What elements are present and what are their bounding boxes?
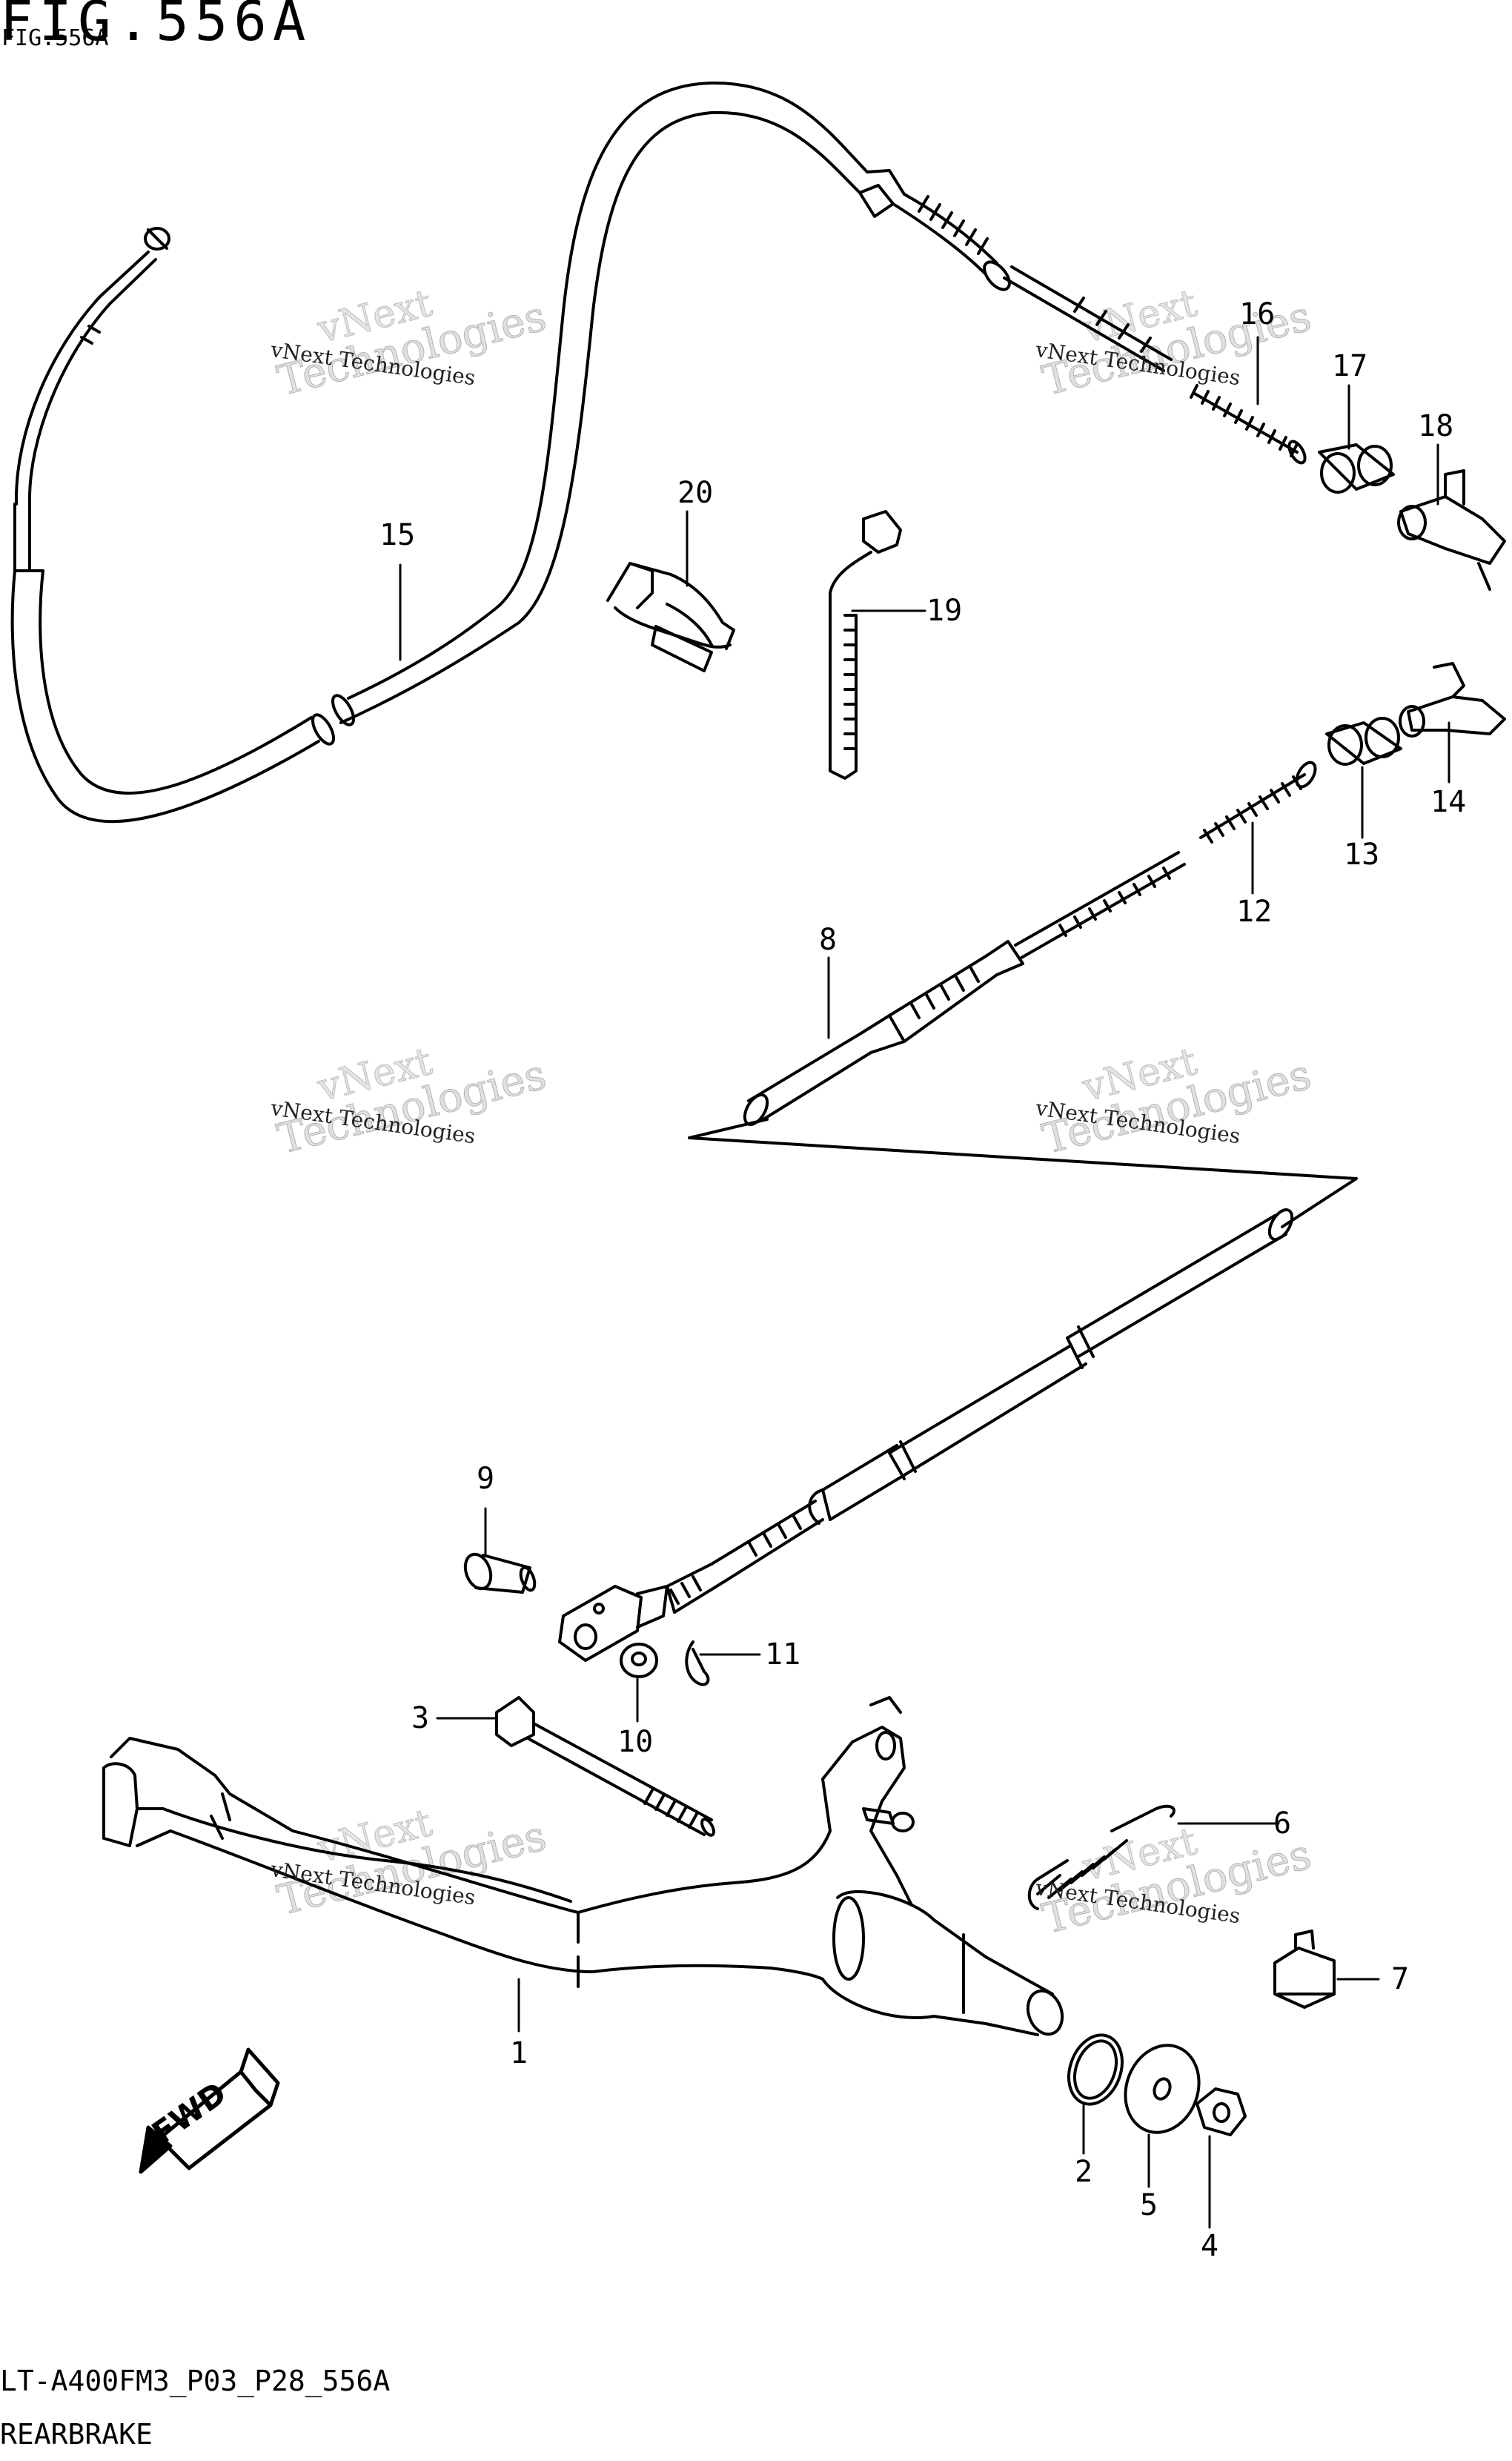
part-9-clevis-pin <box>463 1552 537 1594</box>
callout-7: 7 <box>1391 1962 1410 1996</box>
callout-2: 2 <box>1075 2155 1093 2189</box>
callout-12: 12 <box>1236 895 1273 929</box>
callout-13: 13 <box>1344 838 1380 872</box>
callout-14: 14 <box>1430 785 1467 819</box>
figure-title: FIG.556A <box>0 0 312 53</box>
callout-11: 11 <box>765 1637 801 1672</box>
callout-4: 4 <box>1201 2229 1219 2263</box>
part-12-spring <box>1199 761 1317 844</box>
callout-9: 9 <box>477 1462 495 1496</box>
footer-name: REARBRAKE <box>0 2418 153 2451</box>
part-11-cotter-pin <box>685 1640 710 1686</box>
part-19-cable-tie <box>829 510 902 780</box>
callout-19: 19 <box>926 594 963 628</box>
part-14-adjuster-joint <box>1399 662 1506 738</box>
figure-title-overlay: FIG.556A <box>1 25 109 51</box>
part-2-snap-ring <box>1067 2033 1124 2106</box>
callout-18: 18 <box>1418 409 1454 443</box>
watermark: vNext Technologies vNext Technologies <box>269 281 551 407</box>
watermark: vNext Technologies vNext Technologies <box>269 1039 551 1165</box>
part-18-adjuster-joint <box>1397 469 1506 591</box>
part-10-washer <box>620 1643 658 1678</box>
callout-3: 3 <box>411 1701 430 1735</box>
watermark: vNext Technologies vNext Technologies <box>1034 1039 1316 1165</box>
callout-16: 16 <box>1239 297 1276 331</box>
watermark: vNext Technologies vNext Technologies <box>1034 1819 1316 1945</box>
watermark: vNext Technologies vNext Technologies <box>269 1801 551 1927</box>
callout-1: 1 <box>510 2036 528 2070</box>
callout-5: 5 <box>1140 2188 1158 2222</box>
part-4-nut <box>1196 2087 1247 2136</box>
part-5-washer <box>1124 2044 1201 2134</box>
part-8-brake-cable <box>558 851 1358 1662</box>
part-13-collar <box>1325 717 1402 766</box>
callout-15: 15 <box>379 518 416 552</box>
callout-10: 10 <box>617 1725 654 1759</box>
callout-8: 8 <box>819 923 838 957</box>
part-20-clamp <box>606 562 735 672</box>
callout-17: 17 <box>1332 349 1368 383</box>
footer-code: LT-A400FM3_P03_P28_556A <box>0 2365 391 2397</box>
part-16-spring <box>1190 384 1307 465</box>
part-17-collar <box>1318 443 1395 494</box>
part-1-brake-pedal <box>102 1696 1064 2036</box>
part-15-brake-cable <box>10 81 1173 824</box>
part-6-return-spring <box>1027 1804 1176 1910</box>
leader-lines <box>399 336 1450 2229</box>
callout-6: 6 <box>1273 1806 1292 1841</box>
part-3-bolt <box>495 1696 715 1837</box>
forward-arrow <box>139 2047 280 2174</box>
part-7-nut <box>1273 1930 1336 2009</box>
watermark: vNext Technologies vNext Technologies <box>1034 281 1316 407</box>
callout-20: 20 <box>677 476 714 510</box>
